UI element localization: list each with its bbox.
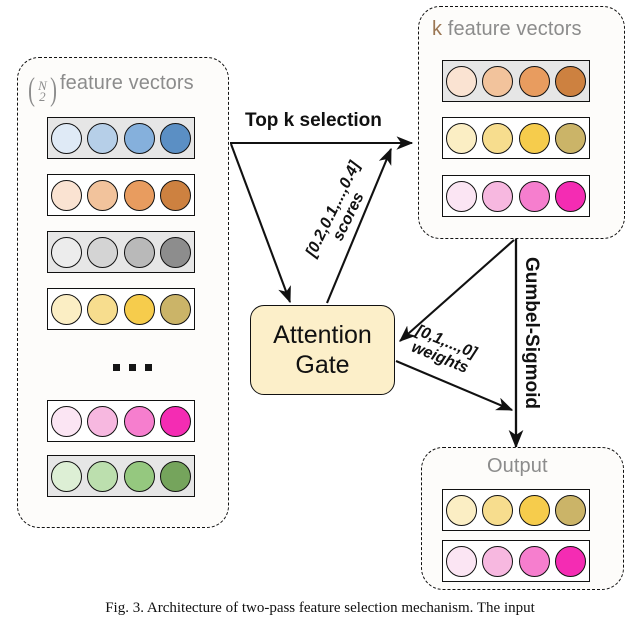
panel-output-title: Output: [487, 455, 548, 478]
panel-output-title-text: Output: [487, 455, 548, 477]
feature-cell: [445, 122, 477, 154]
panel-k-title-accent: k: [432, 18, 443, 40]
k-feature-vector-row: [442, 60, 590, 102]
feature-cell: [50, 179, 82, 211]
attention-gate-line1: Attention: [273, 321, 372, 349]
feature-cell: [482, 545, 514, 577]
feature-cell: [160, 460, 192, 492]
feature-cell: [555, 65, 587, 97]
feature-cell: [50, 122, 82, 154]
feature-cell: [160, 179, 192, 211]
feature-cell: [160, 405, 192, 437]
label-gumbel-sigmoid: Gumbel-Sigmoid: [521, 257, 542, 409]
feature-cell: [87, 405, 119, 437]
output-vector-row: [442, 540, 590, 582]
attention-gate-line2: Gate: [295, 351, 350, 379]
feature-cell: [123, 236, 155, 268]
feature-cell: [50, 236, 82, 268]
feature-cell: [555, 494, 587, 526]
feature-cell: [518, 494, 550, 526]
binom-k: 2: [39, 89, 46, 105]
feature-cell: [160, 236, 192, 268]
edge-topk-to-gate: [399, 239, 515, 342]
feature-cell: [482, 65, 514, 97]
feature-cell: [123, 179, 155, 211]
output-vector-row: [442, 489, 590, 531]
feature-cell: [482, 122, 514, 154]
feature-vector-row: [47, 455, 195, 497]
figure-caption: Fig. 3. Architecture of two-pass feature…: [105, 600, 535, 616]
feature-cell: [445, 545, 477, 577]
edge-input-to-gate: [230, 143, 291, 304]
feature-cell: [445, 65, 477, 97]
feature-cell: [518, 122, 550, 154]
feature-cell: [50, 293, 82, 325]
label-topk-selection: Top k selection: [245, 110, 382, 131]
feature-cell: [555, 545, 587, 577]
feature-cell: [555, 122, 587, 154]
edge-gate-to-output: [395, 360, 514, 411]
feature-cell: [518, 545, 550, 577]
feature-cell: [445, 180, 477, 212]
edge-gate-to-topk: [326, 147, 392, 304]
feature-cell: [87, 122, 119, 154]
feature-cell: [123, 122, 155, 154]
feature-vector-row: [47, 231, 195, 273]
feature-cell: [518, 180, 550, 212]
k-feature-vector-row: [442, 117, 590, 159]
feature-cell: [123, 405, 155, 437]
feature-vector-row: [47, 400, 195, 442]
k-feature-vector-row: [442, 175, 590, 217]
feature-cell: [160, 293, 192, 325]
feature-cell: [123, 293, 155, 325]
vertical-ellipsis: [113, 364, 152, 371]
feature-vector-row: [47, 288, 195, 330]
feature-cell: [87, 293, 119, 325]
feature-cell: [445, 494, 477, 526]
panel-k-title-text: feature vectors: [447, 18, 582, 40]
feature-cell: [123, 460, 155, 492]
binom-n: N: [38, 78, 47, 94]
feature-cell: [482, 180, 514, 212]
feature-cell: [482, 494, 514, 526]
feature-cell: [518, 65, 550, 97]
feature-cell: [50, 460, 82, 492]
feature-vector-row: [47, 174, 195, 216]
feature-vector-row: [47, 117, 195, 159]
feature-cell: [160, 122, 192, 154]
panel-input-title-text: feature vectors: [59, 72, 194, 94]
feature-cell: [50, 405, 82, 437]
panel-k-title: k feature vectors: [432, 18, 582, 41]
feature-cell: [555, 180, 587, 212]
attention-gate-node[interactable]: Attention Gate: [250, 305, 395, 395]
feature-cell: [87, 236, 119, 268]
feature-cell: [87, 460, 119, 492]
feature-cell: [87, 179, 119, 211]
